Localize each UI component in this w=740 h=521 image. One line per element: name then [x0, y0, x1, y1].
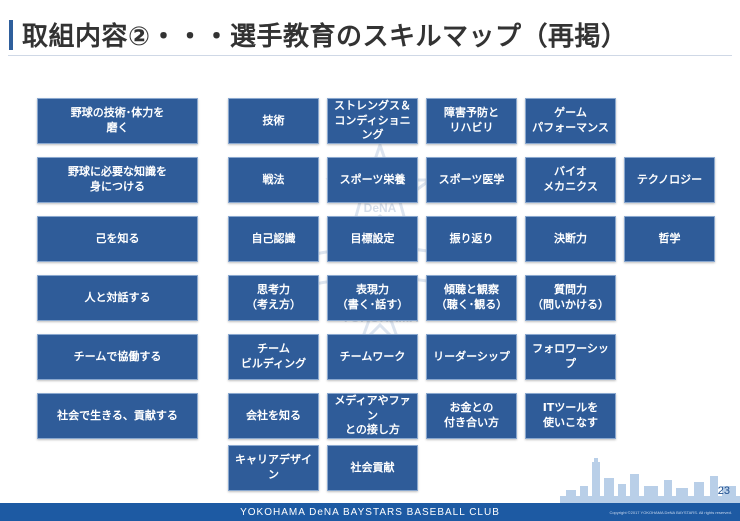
skill-box-r6-c4: ITツールを 使いこなす [525, 393, 616, 439]
skill-box-r3-c5: 哲学 [624, 216, 715, 262]
skill-box-r4-c2: 表現力 （書く･話す） [327, 275, 418, 321]
page-number: 23 [717, 485, 730, 497]
skill-box-r5-c4: フォロワーシップ [525, 334, 616, 380]
skill-box-r5-c2: チームワーク [327, 334, 418, 380]
skill-box-r1-c3: 障害予防と リハビリ [426, 98, 517, 144]
title-accent-bar [9, 20, 13, 50]
city-skyline-illustration [560, 458, 740, 508]
skill-box-r4-c1: 思考力 （考え方） [228, 275, 319, 321]
skill-box-r3-c3: 振り返り [426, 216, 517, 262]
footer-club-name: YOKOHAMA DeNA BAYSTARS BASEBALL CLUB [240, 506, 500, 518]
title-underline [8, 55, 732, 56]
goal-box-5: チームで協働する [37, 334, 198, 380]
skill-box-r7-c1: キャリアデザイン [228, 445, 319, 491]
footer-copyright: Copyright ©2017 YOKOHAMA DeNA BAYSTARS. … [609, 509, 732, 515]
skill-box-r6-c3: お金との 付き合い方 [426, 393, 517, 439]
skill-box-r1-c2: ストレングス＆ コンディショニング [327, 98, 418, 144]
goal-box-2: 野球に必要な知識を 身につける [37, 157, 198, 203]
skill-box-r2-c4: バイオ メカニクス [525, 157, 616, 203]
skill-box-r4-c4: 質問力 （問いかける） [525, 275, 616, 321]
skill-box-r3-c4: 決断力 [525, 216, 616, 262]
goal-box-4: 人と対話する [37, 275, 198, 321]
footer-bar: YOKOHAMA DeNA BAYSTARS BASEBALL CLUB Cop… [0, 503, 740, 521]
skill-box-r3-c1: 自己認識 [228, 216, 319, 262]
skill-box-r2-c2: スポーツ栄養 [327, 157, 418, 203]
skill-box-r5-c3: リーダーシップ [426, 334, 517, 380]
skill-box-r2-c5: テクノロジー [624, 157, 715, 203]
goal-box-3: 己を知る [37, 216, 198, 262]
skill-box-r2-c1: 戦法 [228, 157, 319, 203]
skill-box-r1-c4: ゲーム パフォーマンス [525, 98, 616, 144]
page-title: 取組内容②・・・選手教育のスキルマップ（再掲） [22, 21, 628, 52]
skill-box-r7-c2: 社会貢献 [327, 445, 418, 491]
skill-box-r6-c2: メディアやファン との接し方 [327, 393, 418, 439]
skill-box-r3-c2: 目標設定 [327, 216, 418, 262]
skill-box-r2-c3: スポーツ医学 [426, 157, 517, 203]
goal-box-1: 野球の技術･体力を 磨く [37, 98, 198, 144]
goal-box-6: 社会で生きる、貢献する [37, 393, 198, 439]
skill-box-r6-c1: 会社を知る [228, 393, 319, 439]
skill-box-r4-c3: 傾聴と観察 （聴く･観る） [426, 275, 517, 321]
watermark-text-dena: DeNA [364, 201, 397, 215]
skill-box-r1-c1: 技術 [228, 98, 319, 144]
skill-box-r5-c1: チーム ビルディング [228, 334, 319, 380]
